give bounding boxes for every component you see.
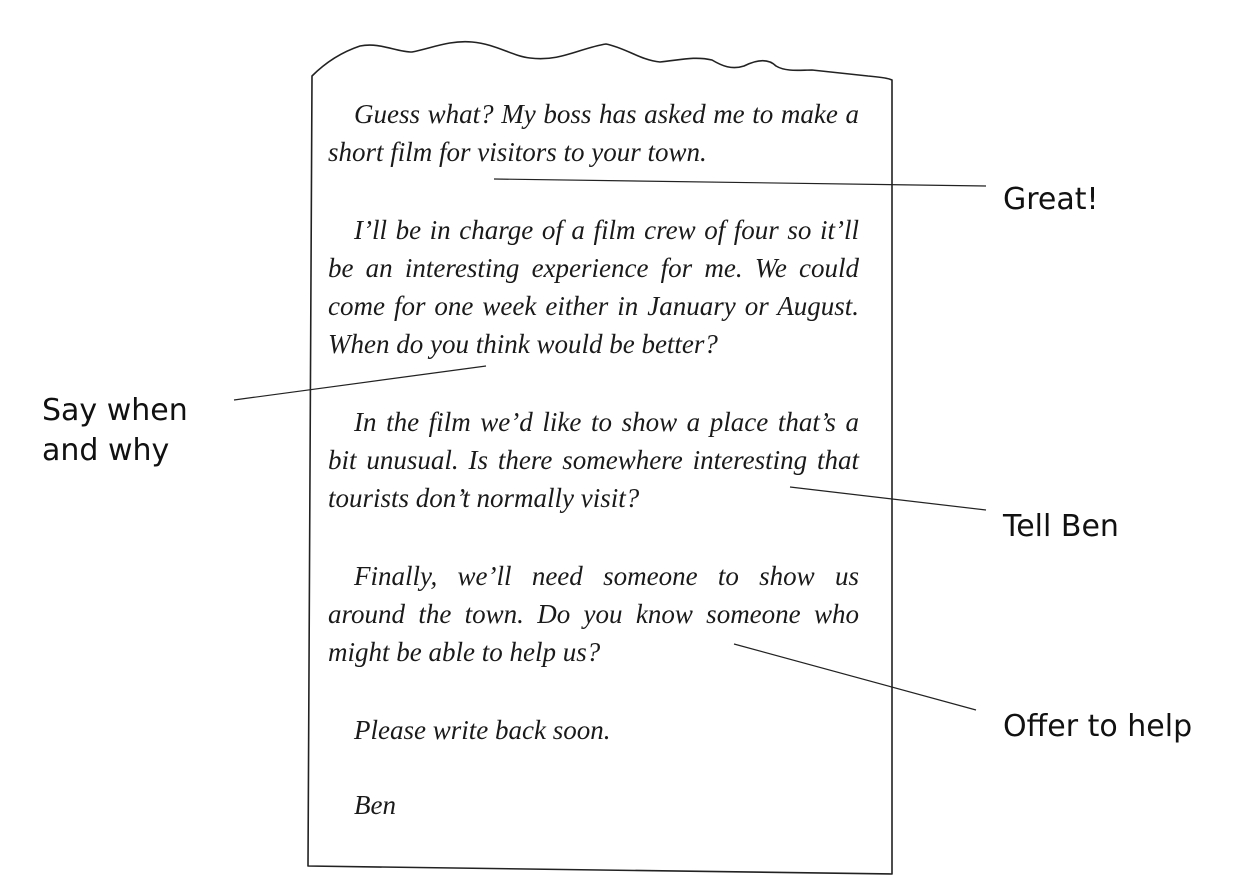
letter-paragraph: In the film we’d like to show a place th… [328,407,859,513]
letter-closing: Please write back soon. [354,715,611,745]
annotation-great: Great! [1003,182,1099,217]
letter-paragraph: Finally, we’ll need someone to show us a… [328,561,859,667]
annotation-tell-ben: Tell Ben [1003,509,1119,544]
letter-body: Guess what? My boss has asked me to make… [328,95,859,824]
pointer-line-tell-ben [789,486,987,511]
annotation-offer-help: Offer to help [1003,709,1193,744]
letter-paragraph: Guess what? My boss has asked me to make… [328,99,859,167]
pointer-line-great [493,178,987,187]
torn-paper-outline [307,40,893,875]
letter-signature: Ben [354,790,396,820]
annotation-say-when: Say when and why [42,393,188,468]
letter-paragraph: I’ll be in charge of a film crew of four… [328,215,859,359]
pointer-line-say-when [233,365,487,401]
pointer-line-offer-help [733,643,977,711]
